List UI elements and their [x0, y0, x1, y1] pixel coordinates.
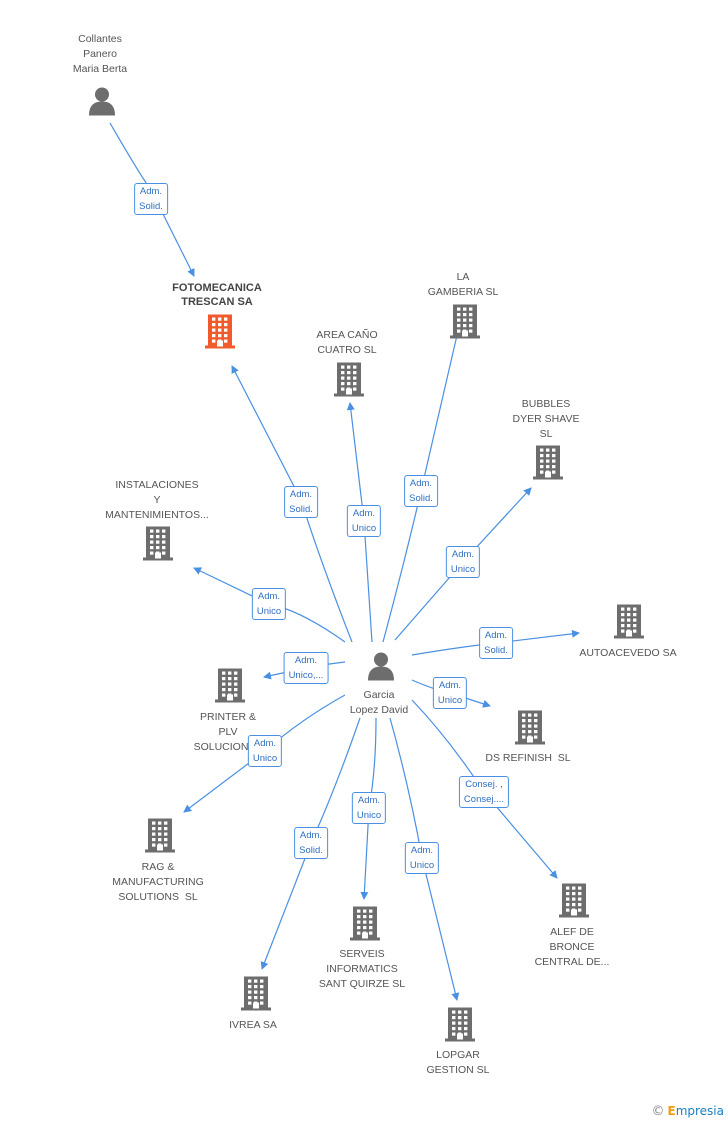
building-icon[interactable]: [559, 883, 589, 923]
logo-text: mpresia: [675, 1104, 724, 1118]
relation-badge[interactable]: Consej. , Consej....: [458, 776, 510, 808]
relation-badge[interactable]: Adm. Solid.: [479, 627, 513, 659]
company-name-bubbles[interactable]: BUBBLES DYER SHAVE SL: [512, 398, 580, 440]
relation-badge[interactable]: Adm. Solid.: [404, 475, 438, 507]
company-name-alef[interactable]: ALEF DE BRONCE CENTRAL DE...: [534, 926, 610, 968]
building-icon[interactable]: [145, 818, 175, 858]
relation-badge[interactable]: Adm. Unico: [404, 842, 440, 874]
copyright-symbol: ©: [651, 1104, 665, 1119]
building-icon[interactable]: [533, 445, 563, 485]
relation-badge[interactable]: Adm. Unico: [247, 735, 283, 767]
relation-badge[interactable]: Adm. Unico: [432, 677, 468, 709]
building-icon[interactable]: [450, 304, 480, 344]
building-icon[interactable]: [215, 668, 245, 708]
building-icon[interactable]: [614, 604, 644, 644]
company-name-la-gamberia[interactable]: LA GAMBERIA SL: [427, 271, 499, 298]
company-name-area-cano[interactable]: AREA CAÑO CUATRO SL: [316, 329, 378, 356]
company-name-instalaciones[interactable]: INSTALACIONES Y MANTENIMIENTOS...: [105, 479, 209, 521]
person-icon[interactable]: [366, 651, 396, 686]
relation-badge[interactable]: Adm. Unico: [346, 505, 382, 537]
focus-company-name[interactable]: FOTOMECANICA TRESCAN SA: [172, 282, 262, 308]
relation-badge[interactable]: Adm. Unico: [445, 546, 481, 578]
building-icon[interactable]: [350, 906, 380, 946]
person-name-top[interactable]: Collantes Panero Maria Berta: [72, 33, 128, 75]
person-icon[interactable]: [87, 86, 117, 121]
relation-badge[interactable]: Adm. Unico: [251, 588, 287, 620]
relation-badge[interactable]: Adm. Unico: [351, 792, 387, 824]
building-icon[interactable]: [334, 362, 364, 402]
building-icon[interactable]: [515, 710, 545, 750]
relation-badge[interactable]: Adm. Unico,...: [283, 652, 329, 684]
logo-initial: E: [667, 1104, 676, 1118]
company-name-rag[interactable]: RAG & MANUFACTURING SOLUTIONS SL: [112, 861, 204, 903]
relation-badge[interactable]: Adm. Solid.: [284, 486, 318, 518]
building-icon[interactable]: [241, 976, 271, 1016]
company-name-serveis[interactable]: SERVEIS INFORMATICS SANT QUIRZE SL: [318, 948, 406, 990]
empresia-logo[interactable]: ©Empresia: [651, 1104, 724, 1119]
company-name-printer[interactable]: PRINTER & PLV SOLUCIONES: [193, 711, 263, 753]
company-name-ivrea[interactable]: IVREA SA: [229, 1019, 277, 1031]
focus-building-icon[interactable]: [205, 314, 235, 354]
person-name-center[interactable]: Garcia Lopez David: [349, 689, 409, 716]
company-name-ds-refinish[interactable]: DS REFINISH SL: [485, 752, 571, 764]
building-icon[interactable]: [143, 526, 173, 566]
building-icon[interactable]: [445, 1007, 475, 1047]
relation-badge[interactable]: Adm. Solid.: [134, 183, 168, 215]
relation-badge[interactable]: Adm. Solid.: [294, 827, 328, 859]
company-name-autoacevedo[interactable]: AUTOACEVEDO SA: [579, 647, 677, 659]
company-name-lopgar[interactable]: LOPGAR GESTION SL: [426, 1049, 490, 1076]
